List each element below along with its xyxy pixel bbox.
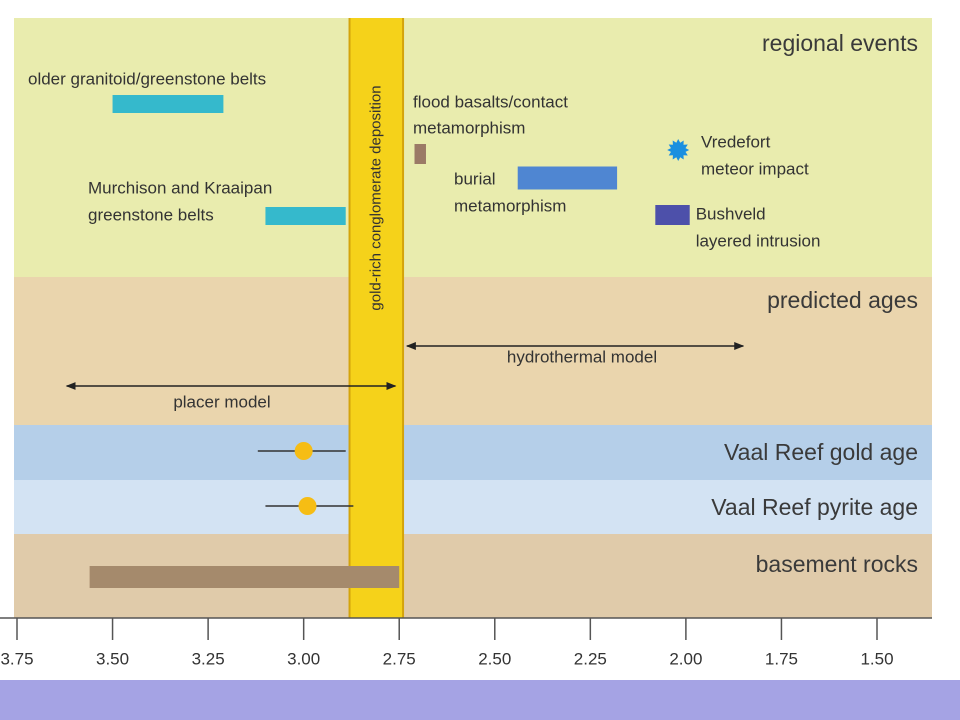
- impact-label-line-1: meteor impact: [701, 159, 809, 178]
- basement-bar: [89, 566, 400, 588]
- event-bar-3: [517, 166, 618, 190]
- band-pyrite: [14, 480, 932, 534]
- x-tick-label-2: 3.25: [192, 649, 225, 668]
- x-tick-label-8: 1.75: [765, 649, 798, 668]
- x-tick-label-7: 2.00: [669, 649, 702, 668]
- deposition-column: [349, 18, 404, 618]
- event-bar-0: [112, 95, 224, 113]
- footer-bar: [0, 680, 960, 720]
- age-point-gold: [294, 442, 313, 460]
- event-label-3-line-1: metamorphism: [454, 196, 566, 215]
- event-label-2-line-1: metamorphism: [413, 118, 525, 137]
- event-bar-2: [414, 144, 426, 164]
- band-regional: [14, 18, 932, 277]
- event-label-0-line-0: older granitoid/greenstone belts: [28, 69, 266, 88]
- event-bar-1: [265, 207, 346, 225]
- event-label-4-line-1: layered intrusion: [696, 231, 821, 250]
- band-label-gold: Vaal Reef gold age: [724, 439, 918, 465]
- prediction-label-0: placer model: [173, 392, 270, 411]
- deposition-label: gold-rich conglomerate deposition: [367, 85, 384, 310]
- band-gold: [14, 425, 932, 480]
- x-tick-label-0: 3.75: [0, 649, 33, 668]
- event-label-4-line-0: Bushveld: [696, 204, 766, 223]
- band-predicted: [14, 277, 932, 425]
- event-label-1-line-1: greenstone belts: [88, 205, 214, 224]
- event-label-2-line-0: flood basalts/contact: [413, 92, 568, 111]
- band-label-predicted: predicted ages: [767, 287, 918, 313]
- x-tick-label-5: 2.50: [478, 649, 511, 668]
- band-label-regional: regional events: [762, 30, 918, 56]
- event-label-1-line-0: Murchison and Kraaipan: [88, 178, 272, 197]
- event-bar-4: [655, 205, 690, 225]
- x-tick-label-9: 1.50: [860, 649, 893, 668]
- event-label-3-line-0: burial: [454, 169, 496, 188]
- impact-starburst: [667, 139, 690, 161]
- x-tick-label-6: 2.25: [574, 649, 607, 668]
- impact-label-line-0: Vredefort: [701, 132, 771, 151]
- prediction-label-1: hydrothermal model: [507, 347, 657, 366]
- band-label-pyrite: Vaal Reef pyrite age: [711, 494, 918, 520]
- age-point-pyrite: [298, 497, 317, 515]
- x-tick-label-1: 3.50: [96, 649, 129, 668]
- x-tick-label-4: 2.75: [383, 649, 416, 668]
- band-label-basement: basement rocks: [756, 551, 918, 577]
- geologic-timeline-chart: gold-rich conglomerate deposition regiona…: [0, 18, 932, 668]
- x-tick-label-3: 3.00: [287, 649, 320, 668]
